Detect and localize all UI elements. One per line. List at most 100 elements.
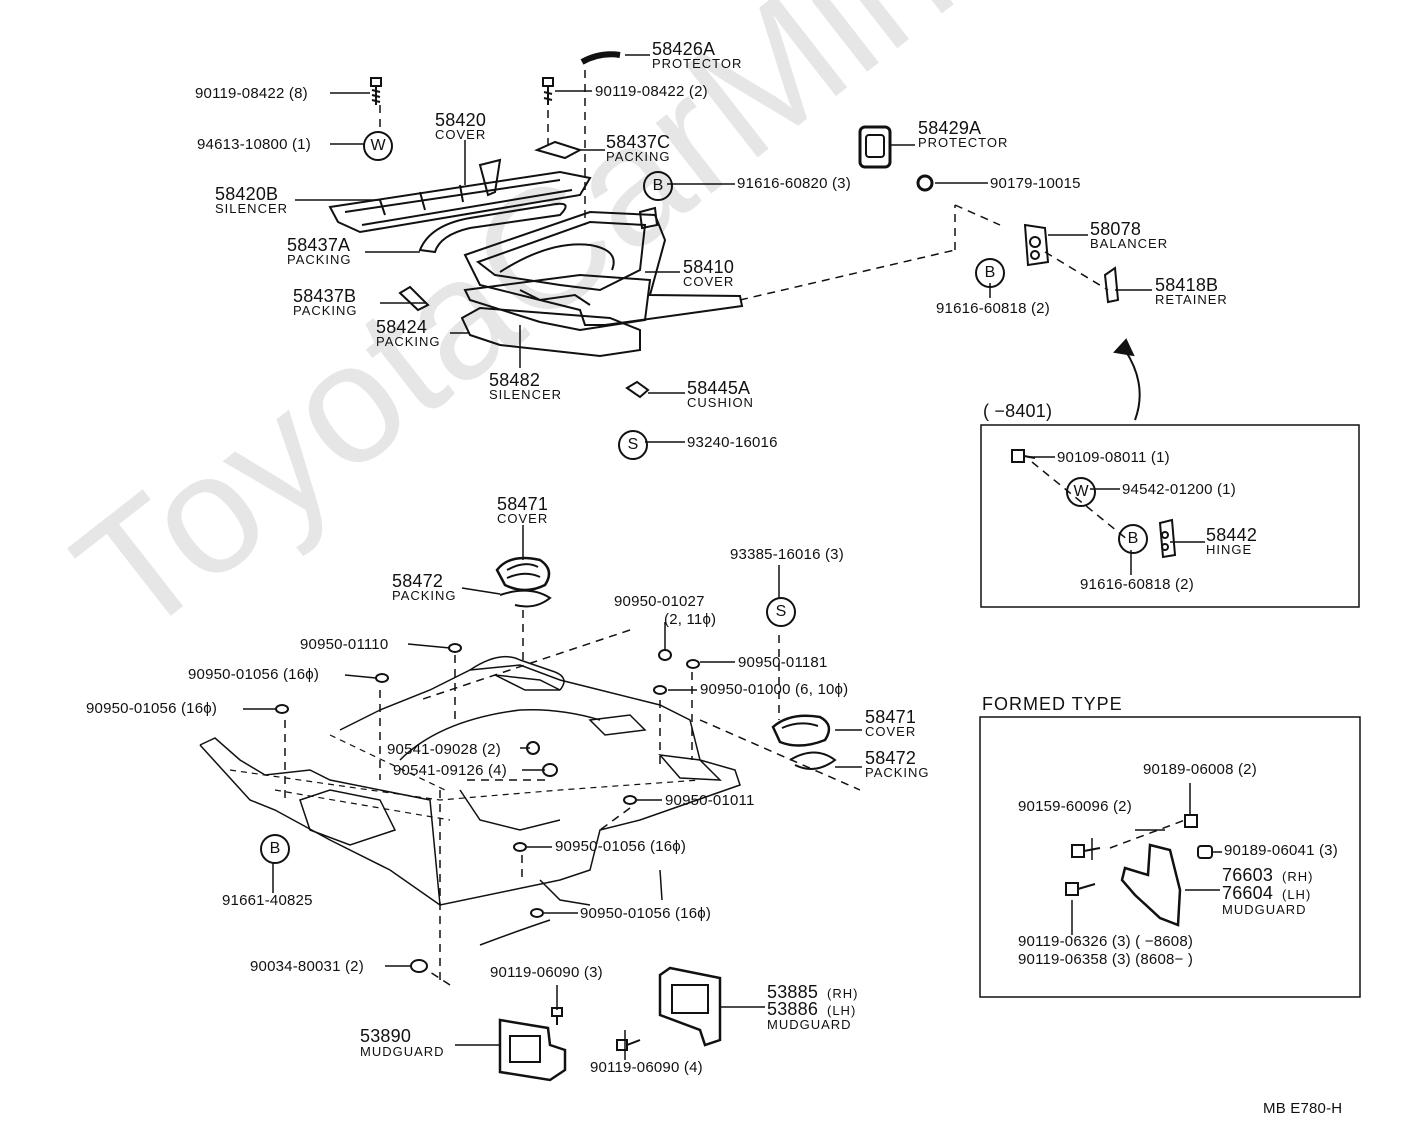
part-number: 94542-01200 (1)	[1122, 481, 1236, 498]
part-side: (LH)	[1282, 887, 1312, 902]
screw-symbol-s: S	[766, 597, 796, 627]
body-floor	[199, 655, 741, 946]
body-floor-dashes	[229, 734, 701, 821]
part-number: 93240-16016	[687, 434, 778, 451]
cover-58471-top	[495, 556, 551, 592]
part-number: 90950-01181	[738, 654, 828, 671]
cover-58420	[328, 158, 592, 234]
part-number: 90034-80031 (2)	[250, 958, 364, 975]
part-side: (RH)	[827, 986, 859, 1001]
bolt-symbol-b: B	[643, 171, 673, 201]
washer-symbol-w: W	[363, 131, 393, 161]
mudguard-53885	[658, 966, 722, 1047]
hinge-58442	[1158, 518, 1177, 559]
cushion-58445A	[625, 380, 650, 399]
clip-90189-06008	[1184, 814, 1198, 828]
part-number: 58078	[1090, 219, 1142, 239]
packing-58472-right	[789, 751, 837, 770]
part-side: (RH)	[1282, 869, 1314, 884]
bolt-90119-08422-2	[542, 77, 554, 105]
part-number: 58410	[683, 257, 735, 277]
part-name: BALANCER	[1090, 236, 1169, 251]
part-number: 90950-01056 (16ϕ)	[580, 905, 712, 922]
part-side: (LH)	[827, 1003, 857, 1018]
mudguard-53890	[498, 1018, 567, 1082]
mudguard-76603	[1120, 843, 1182, 927]
part-number: 90541-09028 (2)	[387, 741, 501, 758]
nut-90179-10015	[916, 174, 934, 192]
arrow-up	[1113, 338, 1141, 421]
part-number: 90950-01056 (16ϕ)	[188, 666, 320, 683]
part-number: 58437A	[287, 235, 351, 255]
part-number: 58472	[392, 571, 444, 591]
part-number: 90950-01056 (16ϕ)	[555, 838, 687, 855]
part-quantity: (2, 11ϕ)	[664, 611, 717, 628]
part-number: 58445A	[687, 378, 751, 398]
packing-58472-top	[499, 589, 552, 608]
part-number: 90119-08422 (8)	[195, 85, 308, 102]
part-name: MUDGUARD	[767, 1017, 852, 1032]
bolt-90119-06090-3	[551, 1007, 563, 1025]
part-name: COVER	[865, 724, 917, 739]
part-number: 90179-10015	[990, 175, 1081, 192]
part-number: 90950-01027	[614, 593, 705, 610]
part-name: PROTECTOR	[918, 135, 1009, 150]
bolt-symbol-b: B	[975, 258, 1005, 288]
part-number: 90119-06090 (4)	[590, 1059, 703, 1076]
part-number: 58472	[865, 748, 917, 768]
part-name: HINGE	[1206, 542, 1253, 557]
washer-symbol-w: W	[1066, 477, 1096, 507]
retainer-58418B	[1103, 266, 1120, 304]
bolt-90119-06326	[1065, 882, 1096, 896]
part-name: PACKING	[293, 303, 358, 318]
part-name: PACKING	[392, 588, 457, 603]
part-number: 58437B	[293, 286, 357, 306]
part-name: PACKING	[865, 765, 930, 780]
part-name: CUSHION	[687, 395, 754, 410]
dashed-assembly-lines	[284, 70, 1186, 986]
inset-title: ( −8401)	[983, 401, 1053, 421]
part-number: 58426A	[652, 39, 716, 59]
part-number: 90950-01000 (6, 10ϕ)	[700, 681, 849, 698]
part-number: 91616-60818 (2)	[936, 300, 1050, 317]
part-number: 58424	[376, 317, 428, 337]
part-name: MUDGUARD	[1222, 902, 1307, 917]
part-number: 58471	[497, 494, 549, 514]
part-number: 90119-08422 (2)	[595, 83, 708, 100]
part-name: COVER	[683, 274, 735, 289]
part-number: 90119-06326 (3) ( −8608)	[1018, 933, 1194, 950]
bolt-symbol-b: B	[260, 834, 290, 864]
part-name: RETAINER	[1155, 292, 1228, 307]
part-number: 94613-10800 (1)	[197, 136, 311, 153]
part-number: 53886	[767, 999, 819, 1019]
nut-90189-06041	[1197, 845, 1213, 859]
part-number: 90541-09126 (4)	[393, 762, 507, 779]
packing-58437B	[398, 285, 430, 312]
part-number: 90119-06358 (3) (8608− )	[1018, 951, 1194, 968]
bolt-symbol-b: B	[1118, 524, 1148, 554]
part-number: 58471	[865, 707, 917, 727]
bolt-90109-08011	[1011, 449, 1036, 463]
part-number: 58437C	[606, 132, 671, 152]
part-number: 53885	[767, 982, 819, 1002]
part-number: 90119-06090 (3)	[490, 964, 603, 981]
part-name: PROTECTOR	[652, 56, 743, 71]
part-name: PACKING	[376, 334, 441, 349]
packing-58437C	[534, 140, 583, 160]
figure-code: MB E780-H	[1263, 1100, 1343, 1117]
part-number: 90189-06041 (3)	[1224, 842, 1338, 859]
screw-symbol-s: S	[618, 430, 648, 460]
part-name: PACKING	[287, 252, 352, 267]
part-number: 58420	[435, 110, 487, 130]
bolt-90159-60096	[1071, 844, 1101, 858]
part-name: MUDGUARD	[360, 1044, 445, 1059]
balancer-58078	[1023, 223, 1050, 267]
part-number: 58420B	[215, 184, 279, 204]
bolt-90119-08422-8	[370, 77, 382, 105]
part-number: 90950-01110	[300, 636, 389, 653]
part-number: 90189-06008 (2)	[1143, 761, 1257, 778]
part-number: 58482	[489, 370, 541, 390]
part-number: 91616-60820 (3)	[737, 175, 851, 192]
protector-58426A	[580, 51, 621, 65]
